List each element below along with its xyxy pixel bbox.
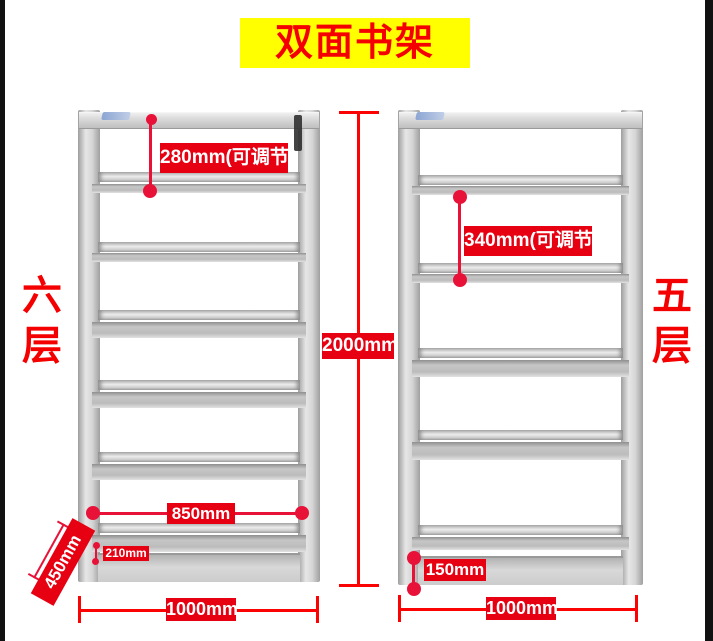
measure-cap <box>635 595 638 622</box>
shelf-rail <box>418 348 623 358</box>
left-shelf-top-bar <box>79 112 319 129</box>
brand-logo-icon <box>101 112 131 120</box>
dim-height: 2000mm <box>322 333 398 359</box>
left-shelf <box>78 108 320 582</box>
measure-line <box>149 119 152 192</box>
right-shelf-left-post <box>398 110 420 585</box>
shelf-tray <box>92 392 306 408</box>
photo-right-border <box>705 0 713 641</box>
shelf-tray <box>412 537 629 550</box>
measure-dot <box>143 184 157 198</box>
measure-cap <box>316 596 319 623</box>
dim-left-base-height: 210mm <box>103 546 149 561</box>
measure-cap <box>339 584 379 587</box>
right-tier-label: 五层 <box>646 274 690 374</box>
shelf-rail <box>418 525 623 535</box>
shelf-rail <box>98 242 300 252</box>
post-shadow <box>294 115 302 151</box>
shelf-rail <box>98 523 300 533</box>
measure-dot <box>86 506 100 520</box>
right-shelf <box>398 108 643 585</box>
right-shelf-top-bar <box>399 112 642 129</box>
shelf-tray <box>412 442 629 460</box>
dim-right-base-height: 150mm <box>424 559 486 581</box>
shelf-rail <box>418 263 623 273</box>
shelf-rail <box>418 430 623 440</box>
measure-dot <box>295 506 309 520</box>
measure-line <box>412 558 415 589</box>
shelf-tray <box>92 253 306 262</box>
shelf-tray <box>412 360 629 377</box>
shelf-rail <box>98 452 300 462</box>
dim-inner-width: 850mm <box>167 503 235 524</box>
measure-line <box>95 545 97 561</box>
shelf-rail <box>98 172 300 182</box>
shelf-tray <box>412 274 629 283</box>
shelf-rail <box>418 175 623 185</box>
right-shelf-right-post <box>621 110 643 585</box>
left-tier-label: 六层 <box>16 274 60 374</box>
measure-dot <box>453 273 467 287</box>
brand-logo-icon <box>415 112 445 120</box>
shelf-rail <box>98 310 300 320</box>
measure-line <box>458 197 461 280</box>
measure-dot <box>92 558 99 565</box>
photo-left-border <box>0 0 5 641</box>
shelf-tray <box>92 322 306 338</box>
dim-left-gap: 280mm(可调节) <box>160 143 295 173</box>
page-title: 双面书架 <box>240 18 470 68</box>
measure-dot <box>407 582 421 596</box>
dim-left-width: 1000mm <box>166 598 239 621</box>
shelf-tray <box>92 184 306 193</box>
dim-right-gap: 340mm(可调节) <box>464 226 599 256</box>
shelf-tray <box>412 186 629 195</box>
shelf-rail <box>98 380 300 390</box>
dim-right-width: 1000mm <box>486 597 559 620</box>
shelf-tray <box>92 464 306 480</box>
